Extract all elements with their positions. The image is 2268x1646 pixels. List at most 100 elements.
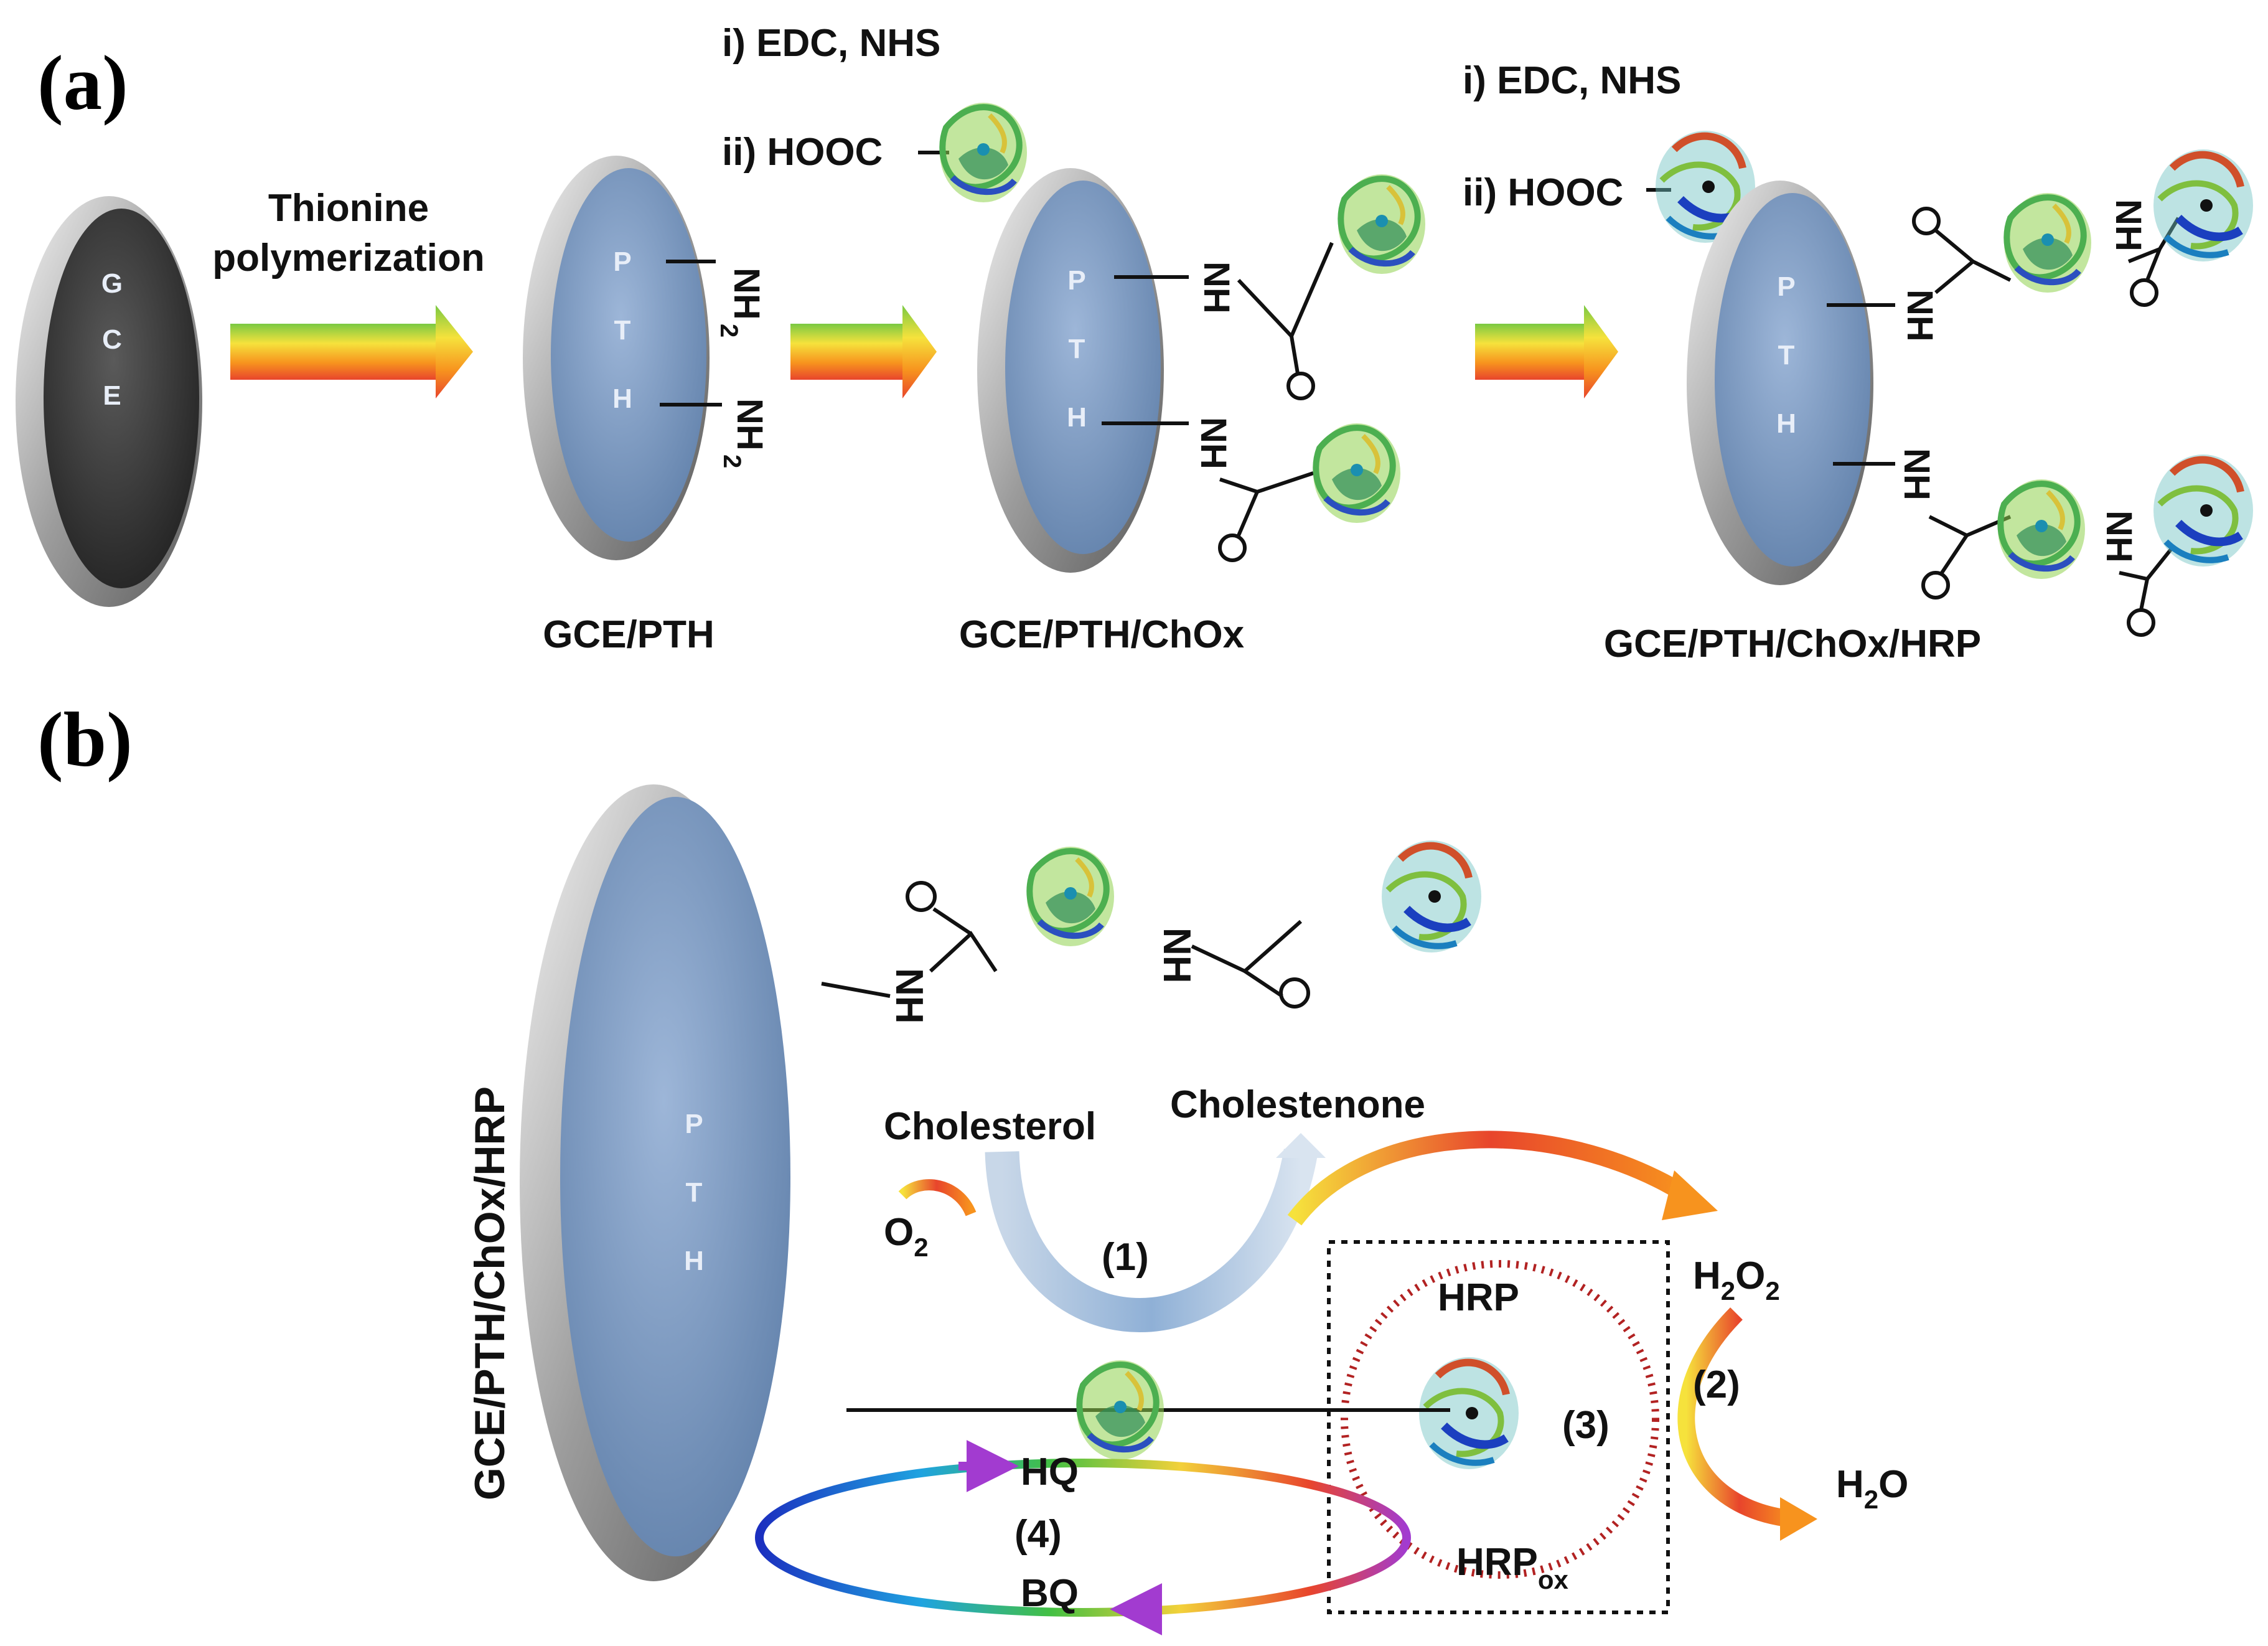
step-4-label: (4) — [1015, 1513, 1062, 1556]
protein-chox-icon-a3-upper — [2004, 193, 2091, 293]
svg-text:NH: NH — [888, 968, 930, 1024]
pth-b-letter-3: H — [684, 1246, 704, 1276]
protein-chox-icon-b — [1027, 847, 1114, 946]
carbonyl-o-a3-3 — [1921, 571, 1950, 600]
pth3-letter-2: T — [1778, 340, 1795, 370]
pth-electrode-disk-3: P T H — [1687, 181, 1873, 585]
h2o-label: H2O — [1836, 1463, 1908, 1514]
reaction-2-arrowhead — [1780, 1497, 1817, 1541]
polymerization-label: polymerization — [212, 237, 485, 280]
carbonyl-o-a2-lower — [1218, 534, 1247, 562]
step-2-label: (2) — [1693, 1363, 1740, 1406]
pth1-letter-3: H — [612, 383, 632, 414]
reagent1-line2: ii) HOOC — [722, 131, 883, 174]
svg-text:NH: NH — [1896, 448, 1937, 501]
carbonyl-o-b-2 — [1279, 977, 1310, 1009]
reagent1-line1: i) EDC, NHS — [722, 22, 940, 65]
nh2-group-1: NH 2 — [715, 268, 767, 337]
pth3-letter-3: H — [1776, 408, 1796, 439]
pth1-letter-1: P — [613, 247, 631, 277]
carbonyl-o-a3-1 — [1912, 207, 1941, 235]
gce-letter-1: G — [101, 268, 123, 299]
protein-chox-icon-a2-lower — [1313, 423, 1400, 523]
pth2-letter-1: P — [1067, 265, 1085, 296]
svg-text:NH: NH — [726, 268, 767, 320]
protein-hrp-icon-a3-upper — [2153, 149, 2253, 261]
protein-chox-icon-a3-lower — [1998, 479, 2085, 579]
hrp-dotted-box — [1327, 1240, 1670, 1614]
rainbow-arrow-1 — [230, 305, 473, 398]
pth3-letter-1: P — [1777, 271, 1795, 302]
pth-electrode-disk-1: P T H — [523, 156, 710, 560]
panel-b-letter: (b) — [37, 697, 133, 783]
pth-b-letter-1: P — [685, 1109, 703, 1139]
cholestenone-label: Cholestenone — [1170, 1083, 1425, 1126]
hq-bq-loop — [755, 1459, 1411, 1617]
reagent2-line1: i) EDC, NHS — [1463, 59, 1681, 102]
caption-gce-pth-chox: GCE/PTH/ChOx — [959, 613, 1245, 656]
carbonyl-o-a3-2 — [2130, 278, 2158, 307]
nh-lower-a2: NH — [1193, 417, 1234, 469]
hrp-label: HRP — [1438, 1276, 1519, 1319]
svg-text:NH: NH — [1196, 261, 1237, 314]
step-3-label: (3) — [1562, 1404, 1610, 1447]
svg-text:NH: NH — [1155, 928, 1198, 984]
nh-lower-a3: NH — [1896, 448, 1937, 501]
nh2-group-2: NH 2 — [718, 398, 770, 468]
pth1-letter-2: T — [614, 315, 631, 346]
pth2-letter-2: T — [1069, 334, 1085, 364]
protein-chox-icon — [940, 103, 1027, 202]
h2o2-arrowhead — [1662, 1170, 1718, 1220]
svg-text:NH: NH — [2099, 510, 2139, 563]
h2o2-label: H2O2 — [1693, 1254, 1780, 1305]
svg-text:GCE/PTH/ChOx/HRP: GCE/PTH/ChOx/HRP — [466, 1086, 513, 1500]
carbonyl-o-b-1 — [906, 881, 937, 912]
protein-hrp-icon-a3-lower — [2153, 454, 2253, 567]
gce-electrode-disk: G C E — [16, 196, 202, 607]
protein-chox-icon-a2-upper — [1338, 174, 1425, 274]
gce-letter-3: E — [103, 380, 121, 411]
pth-electrode-large: P T H — [520, 784, 790, 1581]
carbonyl-o-a2-upper — [1286, 372, 1315, 400]
nh-lower-a3-2: NH — [2099, 510, 2139, 563]
reagent2-line2: ii) HOOC — [1463, 171, 1623, 214]
hrp-ox-label: HRPox — [1456, 1541, 1569, 1594]
svg-text:NH: NH — [1193, 417, 1234, 469]
gce-letter-2: C — [102, 324, 122, 355]
reaction-1-arrow — [985, 1149, 1318, 1332]
protein-chox-icon-cycle — [1077, 1360, 1164, 1460]
bq-label: BQ — [1021, 1572, 1079, 1615]
reaction-1-arrowhead — [1276, 1133, 1326, 1158]
h2o2-production-arrow — [1287, 1131, 1692, 1226]
step-1-label: (1) — [1102, 1236, 1149, 1279]
hrp-cycle-ring — [1341, 1260, 1659, 1579]
protein-hrp-icon-cycle — [1419, 1357, 1519, 1469]
reaction-2-arrow — [1677, 1307, 1794, 1528]
panel-a-letter: (a) — [37, 40, 128, 126]
protein-hrp-icon-b — [1382, 840, 1481, 952]
rainbow-arrow-2 — [790, 305, 937, 398]
o2-arrow — [898, 1179, 977, 1216]
thionine-label: Thionine — [268, 187, 429, 230]
caption-gce-pth-chox-hrp: GCE/PTH/ChOx/HRP — [1604, 623, 1981, 665]
pth2-letter-3: H — [1067, 402, 1087, 433]
svg-text:NH: NH — [2108, 199, 2149, 252]
nh-upper-a2: NH — [1196, 261, 1237, 314]
rainbow-arrow-3 — [1475, 305, 1618, 398]
caption-gce-pth: GCE/PTH — [543, 613, 715, 656]
svg-text:NH: NH — [729, 398, 770, 451]
svg-text:NH: NH — [1900, 289, 1940, 342]
svg-text:2: 2 — [718, 454, 746, 468]
carbonyl-o-a3-4 — [2127, 608, 2155, 637]
nh-b-2: NH — [1155, 928, 1198, 984]
vertical-electrode-label: GCE/PTH/ChOx/HRP — [466, 1086, 513, 1500]
nh-upper-a3-2: NH — [2108, 199, 2149, 252]
nh-b-1: NH — [888, 968, 930, 1024]
hq-label: HQ — [1021, 1451, 1079, 1493]
cholesterol-label: Cholesterol — [884, 1105, 1096, 1148]
nh-upper-a3: NH — [1900, 289, 1940, 342]
pth-electrode-disk-2: P T H — [977, 168, 1164, 573]
o2-label: O2 — [884, 1211, 929, 1262]
pth-b-letter-2: T — [686, 1177, 703, 1208]
